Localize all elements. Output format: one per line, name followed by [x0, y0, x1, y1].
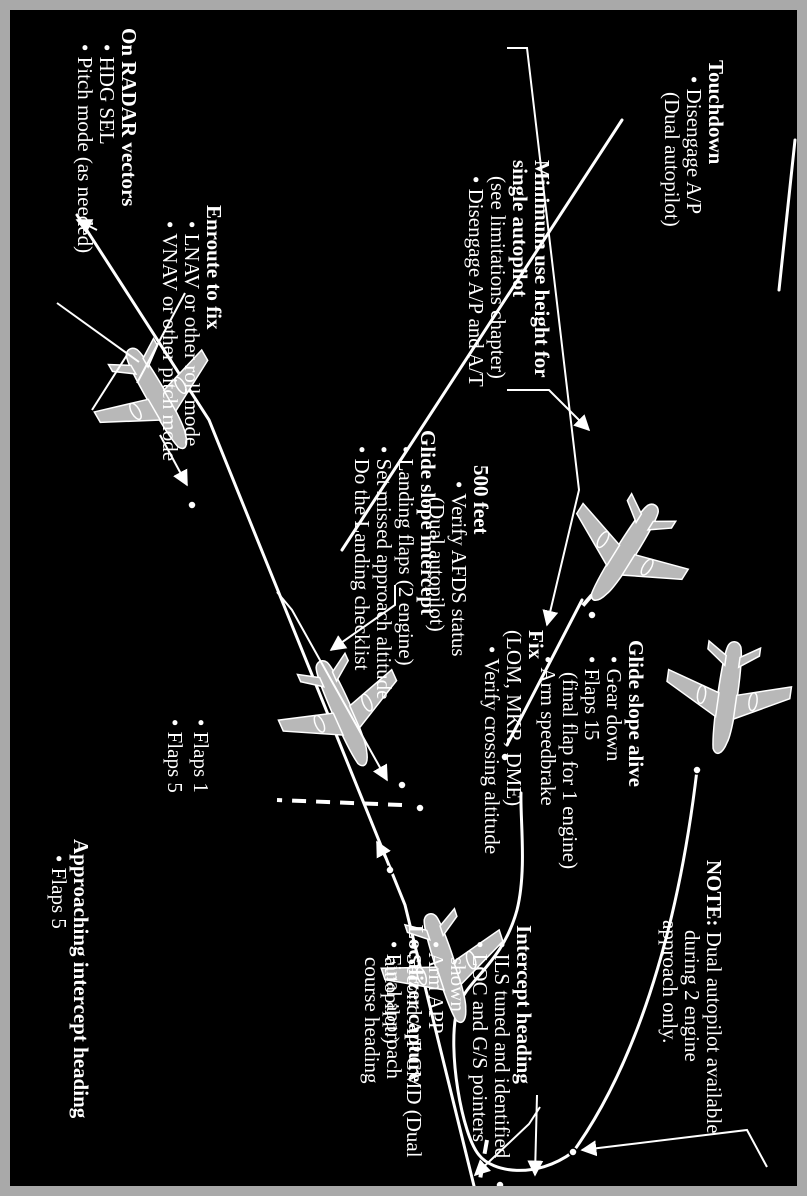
fix-marker-dashed — [277, 800, 402, 805]
diagram-panel: Approaching intercept heading Flaps 5 Fl… — [10, 10, 797, 1186]
minimum-item-2: Disengage A/P and A/T — [465, 160, 487, 387]
minimum-title-1: Minimum use height for — [531, 160, 553, 387]
label-intercept: Intercept heading ILS tuned and identifi… — [381, 925, 535, 1158]
gs-alive-item-2: Flaps 15 — [581, 640, 603, 869]
touchdown-title: Touchdown — [705, 60, 727, 227]
leader-intercept — [535, 1095, 537, 1175]
note-prefix: NOTE: — [702, 860, 726, 927]
label-enroute: Enroute to fix LNAV or other roll mode V… — [159, 205, 225, 461]
note-line-1: Dual autopilot available — [702, 932, 726, 1134]
approaching-title: Approaching intercept heading — [70, 839, 92, 1118]
leader-approach — [582, 1130, 767, 1167]
waypoint-approach — [693, 766, 701, 774]
label-flaps5: Flaps 5 — [164, 719, 186, 793]
label-approaching: Approaching intercept heading Flaps 5 — [48, 839, 92, 1118]
note-line-3: approach only. — [659, 860, 681, 1134]
gs-intercept-item-3: Do the Landing checklist — [351, 430, 373, 699]
diagram-rotated-canvas: Approaching intercept heading Flaps 5 Fl… — [10, 10, 797, 1186]
ft500-item-1: Verify AFDS status — [448, 465, 470, 657]
minimum-item-1: (see limitations chapter) — [487, 160, 509, 387]
touchdown-item-1: Disengage A/P — [683, 60, 705, 227]
minimum-title-2: single autopilot — [509, 160, 531, 387]
ft500-title: 500 feet — [470, 465, 492, 657]
fix-item-1: (LOM, MKR, DME) — [503, 630, 525, 854]
gs-alive-item-1: Gear down — [603, 640, 625, 869]
waypoint-gs-intercept — [398, 781, 406, 789]
fix-title: Fix — [525, 630, 547, 854]
radar-title: On RADAR vectors — [118, 28, 140, 253]
flaps5-text: Flaps 5 — [164, 719, 186, 793]
touchdown-item-2: (Dual autopilot) — [661, 60, 683, 227]
label-note: NOTE: Dual autopilot available during 2 … — [659, 860, 725, 1134]
airplane-icon-1 — [658, 633, 797, 762]
flaps1-text: Flaps 1 — [190, 719, 212, 793]
radar-item-1: HDG SEL — [96, 28, 118, 253]
gs-alive-item-3: (final flap for 1 engine) — [559, 640, 581, 869]
label-flaps1: Flaps 1 — [190, 719, 212, 793]
waypoint-intercept — [569, 1148, 577, 1156]
note-line-2: during 2 engine — [681, 860, 703, 1134]
enroute-item-1: LNAV or other roll mode — [181, 205, 203, 461]
intercept-item-4: Arm APP — [425, 925, 447, 1158]
fix-item-2: Verify crossing altitude — [481, 630, 503, 854]
label-radar: On RADAR vectors HDG SEL Pitch mode (as … — [74, 28, 140, 253]
intercept-item-3: shown — [447, 925, 469, 1158]
enroute-title: Enroute to fix — [203, 205, 225, 461]
ft500-item-2: (Dual autopilot) — [426, 465, 448, 657]
label-touchdown: Touchdown Disengage A/P (Dual autopilot) — [661, 60, 727, 227]
gs-intercept-item-1: Landing flaps (2 engine) — [395, 430, 417, 699]
enroute-item-2: VNAV or other pitch mode — [159, 205, 181, 461]
intercept-item-5: Second A/P CMD (Dual — [403, 925, 425, 1158]
label-glideslope-alive: Glide slope alive Gear down Flaps 15 (fi… — [537, 640, 647, 869]
intercept-item-1: ILS tuned and identified — [491, 925, 513, 1158]
airplane-icon-2 — [543, 472, 708, 633]
label-minimum: Minimum use height for single autopilot … — [465, 160, 553, 387]
waypoint-minimum — [188, 501, 196, 509]
gs-alive-title: Glide slope alive — [625, 640, 647, 869]
label-500-feet: 500 feet Verify AFDS status (Dual autopi… — [426, 465, 492, 657]
waypoint-fix — [416, 804, 424, 812]
waypoint-localizer — [496, 1181, 504, 1186]
gs-intercept-item-2: Set missed approach altitude — [373, 430, 395, 699]
radar-vector-line — [779, 140, 795, 290]
intercept-item-6: autopilot.) — [381, 925, 403, 1158]
approaching-item: Flaps 5 — [48, 839, 70, 1118]
leader-enroute — [507, 390, 589, 430]
label-fix: Fix (LOM, MKR, DME) Verify crossing alti… — [481, 630, 547, 854]
waypoint-flaps1 — [588, 611, 596, 619]
radar-item-2: Pitch mode (as needed) — [74, 28, 96, 253]
leader-gs-alive — [377, 842, 392, 870]
intercept-item-2: LOC and G/S pointers — [469, 925, 491, 1158]
intercept-title: Intercept heading — [513, 925, 535, 1158]
